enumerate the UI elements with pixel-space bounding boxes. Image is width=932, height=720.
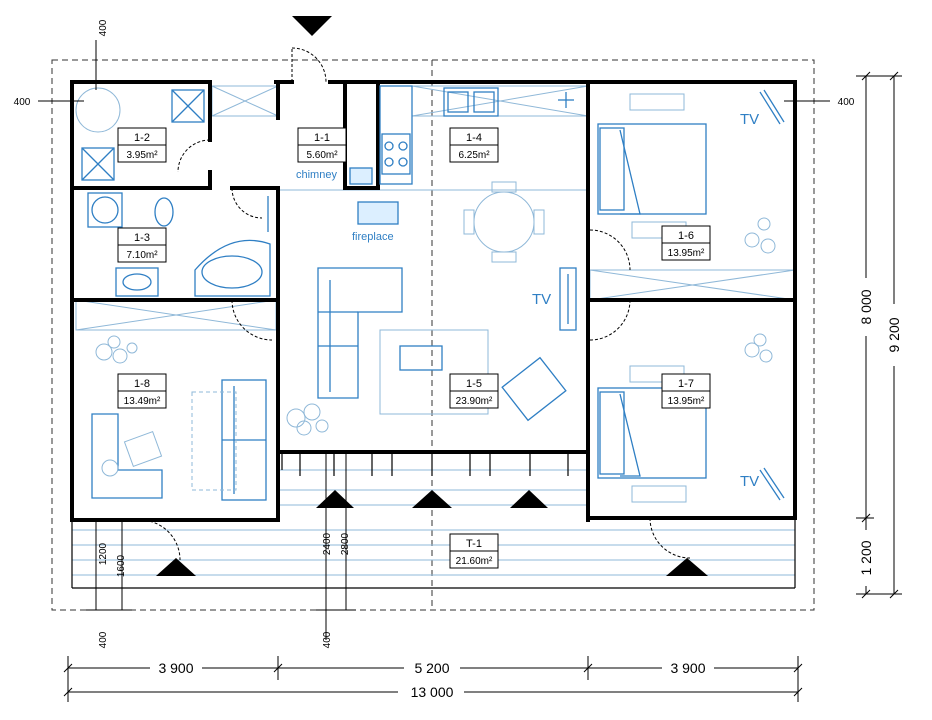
room-label: 1-1 5.60m² xyxy=(297,127,347,163)
bedroom-1-6-furniture xyxy=(597,89,785,254)
entrance-arrows xyxy=(156,16,708,576)
tv-label-living: TV xyxy=(532,291,551,308)
dim-total-depth: 9 200 xyxy=(886,317,902,352)
dimension-offsets: 400 400 400 400 1200 1600 2400 2800 400 xyxy=(14,19,855,648)
room-label: T-1 21.60m² xyxy=(449,533,499,569)
dim-2800: 2800 xyxy=(340,532,351,555)
doors xyxy=(139,47,691,561)
room-id: 1-8 xyxy=(134,378,150,390)
room-id: 1-2 xyxy=(134,132,150,144)
room-label: 1-7 13.95m² xyxy=(661,373,711,409)
dimension-bottom: 3 900 5 200 3 900 13 000 xyxy=(63,656,803,702)
plot-boundary xyxy=(51,59,815,611)
entrance-arrow xyxy=(510,490,548,508)
room-label: 1-6 13.95m² xyxy=(661,225,711,261)
room-area: 13.49m² xyxy=(124,396,161,407)
bedroom-1-7-furniture xyxy=(597,333,785,503)
dim-offset-right: 400 xyxy=(838,97,855,108)
dim-right-module: 3 900 xyxy=(670,660,705,676)
dim-house-depth: 8 000 xyxy=(858,289,874,324)
dimension-right: 8 000 9 200 1 200 xyxy=(856,71,904,599)
room-area: 21.60m² xyxy=(456,556,493,567)
dim-offset-bottom-center: 400 xyxy=(322,631,333,648)
room-id: 1-1 xyxy=(314,132,330,144)
dim-center-module: 5 200 xyxy=(414,660,449,676)
room-area: 3.95m² xyxy=(126,150,158,161)
entrance-arrow xyxy=(666,558,708,576)
dim-total-width: 13 000 xyxy=(411,684,454,700)
room-area: 23.90m² xyxy=(456,396,493,407)
terrace-door-markers xyxy=(281,452,569,476)
tv-label-bedroom-1-7: TV xyxy=(740,473,759,490)
dim-offset-top: 400 xyxy=(98,19,109,36)
room-label: 1-2 3.95m² xyxy=(117,127,167,163)
kitchen-fixtures xyxy=(349,85,574,225)
dim-1600: 1600 xyxy=(116,554,127,577)
room-area: 13.95m² xyxy=(668,248,705,259)
room-area: 6.25m² xyxy=(458,150,490,161)
dim-left-module: 3 900 xyxy=(158,660,193,676)
entrance-arrow xyxy=(412,490,452,508)
living-room-furniture xyxy=(286,267,577,436)
tv-label-bedroom-1-6: TV xyxy=(740,111,759,128)
dim-2400: 2400 xyxy=(322,532,333,555)
room-label: 1-4 6.25m² xyxy=(449,127,499,163)
room-area: 5.60m² xyxy=(306,150,338,161)
room-id: 1-7 xyxy=(678,378,694,390)
room-id: 1-4 xyxy=(466,132,482,144)
room-id: 1-5 xyxy=(466,378,482,390)
room-label: 1-3 7.10m² xyxy=(117,227,167,263)
dim-offset-bottom-left: 400 xyxy=(98,631,109,648)
room-id: 1-3 xyxy=(134,232,150,244)
dining-table xyxy=(463,181,545,263)
room-id: 1-6 xyxy=(678,230,694,242)
room-area: 13.95m² xyxy=(668,396,705,407)
room-label: 1-5 23.90m² xyxy=(449,373,499,409)
room-1-8-furniture xyxy=(91,335,267,501)
dim-offset-left: 400 xyxy=(14,97,31,108)
entrance-arrow xyxy=(156,558,196,576)
entrance-arrow-top xyxy=(292,16,332,36)
chimney-label: chimney xyxy=(296,169,337,181)
dim-terrace-depth: 1 200 xyxy=(858,540,874,575)
dim-1200: 1200 xyxy=(98,542,109,565)
fireplace-label: fireplace xyxy=(352,231,394,243)
room-label: 1-8 13.49m² xyxy=(117,373,167,409)
walls xyxy=(70,80,797,589)
bathroom-fixtures xyxy=(75,87,271,297)
entrance-arrow xyxy=(316,490,354,508)
room-area: 7.10m² xyxy=(126,250,158,261)
room-id: T-1 xyxy=(466,538,482,550)
